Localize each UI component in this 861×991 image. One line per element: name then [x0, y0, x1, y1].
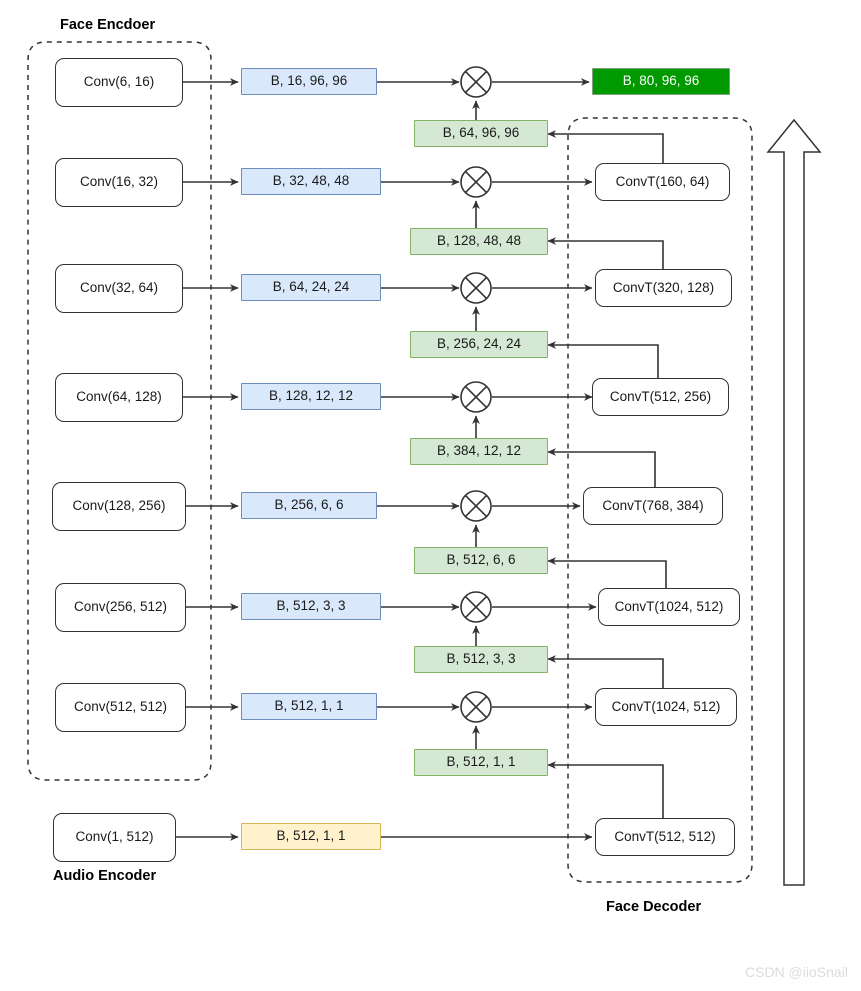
wire-convt-skip-7 [547, 761, 664, 818]
merge-node-7 [460, 691, 492, 723]
decoder-convt-1[interactable]: ConvT(160, 64) [595, 163, 730, 201]
merge-node-3 [460, 272, 492, 304]
flow-up-arrow [766, 118, 822, 886]
encoder-title: Face Encdoer [60, 17, 156, 33]
decoder-convt-7[interactable]: ConvT(512, 512) [595, 818, 735, 856]
decoder-convt-5[interactable]: ConvT(1024, 512) [598, 588, 740, 626]
encoder-conv-7[interactable]: Conv(512, 512) [55, 683, 186, 732]
tensor-final-output: B, 80, 96, 96 [592, 68, 730, 95]
wire-convt-skip-6 [547, 655, 664, 688]
merge-node-6 [460, 591, 492, 623]
decoder-convt-2[interactable]: ConvT(320, 128) [595, 269, 732, 307]
encoder-conv-3[interactable]: Conv(32, 64) [55, 264, 183, 313]
tensor-skip-7: B, 512, 1, 1 [414, 749, 548, 776]
tensor-encoder-out-5: B, 256, 6, 6 [241, 492, 377, 519]
tensor-encoder-out-4: B, 128, 12, 12 [241, 383, 381, 410]
decoder-convt-4[interactable]: ConvT(768, 384) [583, 487, 723, 525]
tensor-encoder-out-3: B, 64, 24, 24 [241, 274, 381, 301]
encoder-conv-6[interactable]: Conv(256, 512) [55, 583, 186, 632]
audio-conv[interactable]: Conv(1, 512) [53, 813, 176, 862]
tensor-skip-2: B, 128, 48, 48 [410, 228, 548, 255]
tensor-skip-6: B, 512, 3, 3 [414, 646, 548, 673]
wire-convt-skip-5 [547, 557, 667, 588]
tensor-skip-5: B, 512, 6, 6 [414, 547, 548, 574]
decoder-title: Face Decoder [606, 899, 702, 915]
encoder-conv-2[interactable]: Conv(16, 32) [55, 158, 183, 207]
encoder-conv-1[interactable]: Conv(6, 16) [55, 58, 183, 107]
merge-node-2 [460, 166, 492, 198]
wire-convt-skip-4 [547, 448, 656, 487]
merge-node-1 [460, 66, 492, 98]
wire-convt-skip-2 [547, 237, 664, 269]
tensor-skip-1: B, 64, 96, 96 [414, 120, 548, 147]
wire-convt-skip-3 [547, 341, 659, 378]
tensor-encoder-out-6: B, 512, 3, 3 [241, 593, 381, 620]
encoder-conv-4[interactable]: Conv(64, 128) [55, 373, 183, 422]
merge-node-4 [460, 381, 492, 413]
decoder-convt-3[interactable]: ConvT(512, 256) [592, 378, 729, 416]
tensor-skip-3: B, 256, 24, 24 [410, 331, 548, 358]
tensor-skip-4: B, 384, 12, 12 [410, 438, 548, 465]
merge-node-5 [460, 490, 492, 522]
tensor-encoder-out-7: B, 512, 1, 1 [241, 693, 377, 720]
tensor-encoder-out-2: B, 32, 48, 48 [241, 168, 381, 195]
audio-title: Audio Encoder [53, 868, 157, 884]
tensor-encoder-out-1: B, 16, 96, 96 [241, 68, 377, 95]
encoder-conv-5[interactable]: Conv(128, 256) [52, 482, 186, 531]
tensor-audio-out: B, 512, 1, 1 [241, 823, 381, 850]
wire-convt-skip-1 [547, 130, 664, 163]
decoder-convt-6[interactable]: ConvT(1024, 512) [595, 688, 737, 726]
watermark: CSDN @iioSnail [745, 964, 848, 980]
